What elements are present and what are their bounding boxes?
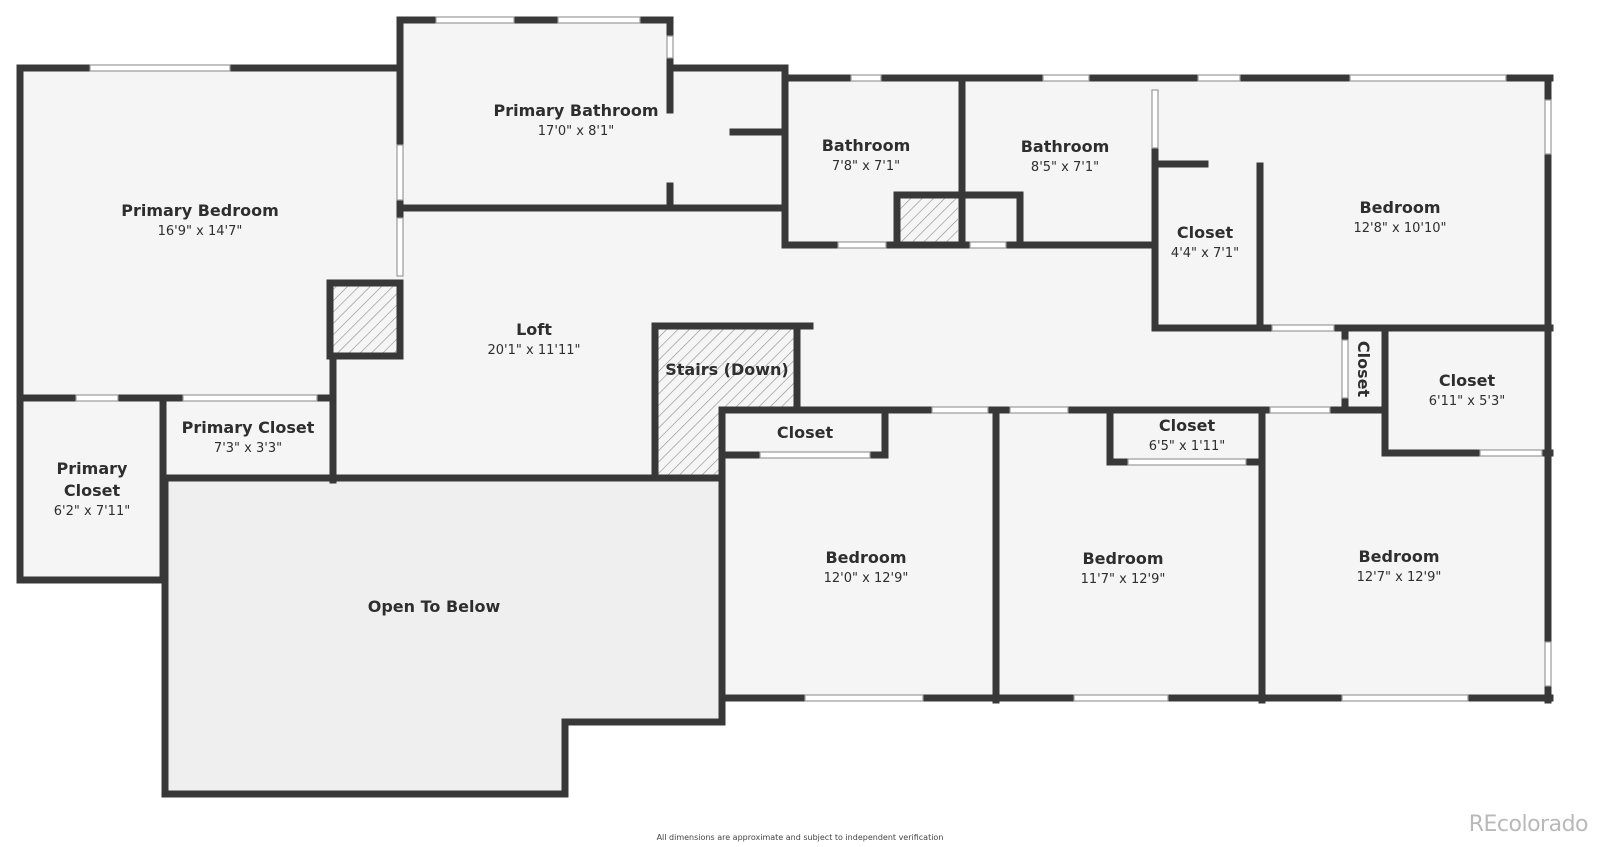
label-primary-bathroom: Primary Bathroom xyxy=(493,101,658,120)
windows xyxy=(75,16,1552,702)
label-bathroom-2: Bathroom xyxy=(1021,137,1110,156)
label-closet-e: Closet xyxy=(1439,371,1496,390)
door-gap-pbed xyxy=(396,144,404,201)
door-gap-primary-closet xyxy=(75,394,119,402)
label-closet-vertical: Closet xyxy=(1354,341,1373,398)
door-gap-bath-2 xyxy=(969,241,1007,249)
label-open-to-below: Open To Below xyxy=(368,597,501,616)
label-bedroom-2: Bedroom xyxy=(1082,549,1163,568)
dim-primary-closet-large: 6'2" x 7'11" xyxy=(54,504,130,519)
dim-bedroom-3: 12'7" x 12'9" xyxy=(1357,570,1442,585)
label-primary-closet-large-line2: Closet xyxy=(64,481,121,500)
window-pbath-2 xyxy=(557,16,641,24)
wall-stairs xyxy=(651,322,814,482)
window-closet-ne xyxy=(1197,74,1241,82)
door-gap-primary-closet-small xyxy=(182,394,318,402)
label-bedroom-ne: Bedroom xyxy=(1359,198,1440,217)
window-bedroom-3-east xyxy=(1544,641,1552,687)
door-gap-closet-mid2 xyxy=(1127,458,1247,466)
window-bath-2 xyxy=(1042,74,1090,82)
door-gap-bedroom-1 xyxy=(931,406,989,414)
stairs-hatch xyxy=(655,326,797,478)
dim-loft: 20'1" x 11'11" xyxy=(488,343,581,358)
door-gap-bath-1 xyxy=(837,241,887,249)
door-gap-bedroom-3 xyxy=(1269,406,1331,414)
label-bedroom-3: Bedroom xyxy=(1358,547,1439,566)
window-bedroom-ne xyxy=(1349,74,1507,82)
chimney-hatch-bath xyxy=(900,197,958,243)
dim-primary-bedroom: 16'9" x 14'7" xyxy=(158,224,243,239)
door-gap-pbed-loft xyxy=(396,217,404,277)
disclaimer-text: All dimensions are approximate and subje… xyxy=(656,833,944,842)
label-closet-mid: Closet xyxy=(777,423,834,442)
window-bedroom-2 xyxy=(1073,694,1169,702)
window-pbath-east xyxy=(666,35,674,59)
open-to-below-area xyxy=(165,480,725,794)
dim-primary-closet-small: 7'3" x 3'3" xyxy=(214,441,282,456)
label-closet-ne: Closet xyxy=(1177,223,1234,242)
label-stairs: Stairs (Down) xyxy=(665,360,789,379)
label-bathroom-1: Bathroom xyxy=(822,136,911,155)
dim-bedroom-1: 12'0" x 12'9" xyxy=(824,571,909,586)
dim-closet-e: 6'11" x 5'3" xyxy=(1429,394,1505,409)
chimney-hatch-west xyxy=(333,286,399,354)
brand-watermark: REcolorado xyxy=(1468,812,1589,837)
dim-bedroom-ne: 12'8" x 10'10" xyxy=(1354,221,1447,236)
door-gap-bath2-east xyxy=(1151,89,1159,149)
window-primary-bedroom xyxy=(89,64,231,72)
room-labels: Primary Bedroom 16'9" x 14'7" Primary Ba… xyxy=(54,101,1505,616)
door-gap-bedroom-ne xyxy=(1271,324,1335,332)
label-primary-closet-large-line1: Primary xyxy=(57,459,128,478)
door-gap-closet-mid xyxy=(759,451,871,459)
label-primary-bedroom: Primary Bedroom xyxy=(121,201,279,220)
wall-chimney-bath xyxy=(893,191,1024,249)
window-bedroom-3 xyxy=(1341,694,1469,702)
label-bedroom-1: Bedroom xyxy=(825,548,906,567)
window-bedroom-ne-east xyxy=(1544,99,1552,155)
door-gap-closet-vertical xyxy=(1341,339,1349,399)
dim-primary-bathroom: 17'0" x 8'1" xyxy=(538,124,614,139)
dim-bathroom-2: 8'5" x 7'1" xyxy=(1031,160,1099,175)
dim-bedroom-2: 11'7" x 12'9" xyxy=(1081,572,1166,587)
dim-bathroom-1: 7'8" x 7'1" xyxy=(832,159,900,174)
door-gap-closet-e xyxy=(1479,449,1543,457)
label-loft: Loft xyxy=(516,320,552,339)
window-bath-1 xyxy=(850,74,882,82)
door-gap-bedroom-2 xyxy=(1009,406,1069,414)
window-pbath-1 xyxy=(435,16,515,24)
label-primary-closet-small: Primary Closet xyxy=(182,418,315,437)
window-bedroom-1 xyxy=(804,694,924,702)
wall-primary-bath-east xyxy=(666,64,789,249)
dim-closet-ne: 4'4" x 7'1" xyxy=(1171,246,1239,261)
wall-open-to-below xyxy=(161,474,726,798)
label-closet-mid2: Closet xyxy=(1159,416,1216,435)
dim-closet-mid2: 6'5" x 1'11" xyxy=(1149,439,1225,454)
